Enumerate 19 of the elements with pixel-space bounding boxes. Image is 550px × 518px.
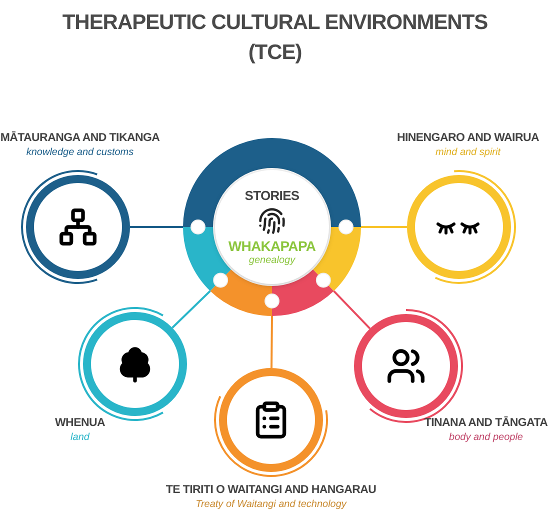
node-subtitle: knowledge and customs <box>26 146 134 159</box>
node-heading: WHAKAPAPA <box>228 238 316 254</box>
node-heading: TE TIRITI O WAITANGI AND HANGARAU <box>166 483 376 498</box>
node-heading: TINANA AND TĀNGATA <box>424 416 548 431</box>
node-subtitle: body and people <box>449 431 523 444</box>
connector-line <box>361 226 407 228</box>
node-heading: STORIES <box>244 188 300 204</box>
node-heading: MĀTAURANGA AND TIKANGA <box>0 131 160 146</box>
connector-line <box>130 226 183 228</box>
node-heading: HINENGARO AND WAIRUA <box>396 131 540 146</box>
connector-line <box>333 290 371 330</box>
node-subtitle: genealogy <box>248 254 296 266</box>
node-subtitle: land <box>70 431 90 444</box>
node-subtitle: Treaty of Waitangi and technology <box>196 498 346 511</box>
node-heading: WHENUA <box>54 416 106 431</box>
node-subtitle: mind and spirit <box>435 146 501 159</box>
title: THERAPEUTIC CULTURAL ENVIRONMENTS (TCE) <box>61 10 489 66</box>
connector-line <box>172 290 211 328</box>
connector-line <box>270 316 273 368</box>
